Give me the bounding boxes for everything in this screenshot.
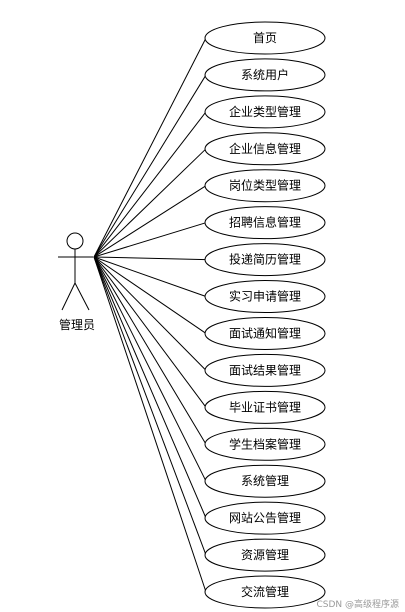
use-case-label: 网站公告管理 [229,510,301,525]
use-case-list: 首页系统用户企业类型管理企业信息管理岗位类型管理招聘信息管理投递简历管理实习申请… [204,21,326,609]
association-line [93,256,207,371]
use-case-label: 企业信息管理 [229,141,301,156]
use-case-ellipse [204,132,326,166]
use-case: 招聘信息管理 [204,206,326,240]
association-line [93,185,207,258]
use-case-ellipse [204,243,326,277]
actor-figure: 管理员 [58,232,95,332]
use-case-label: 岗位类型管理 [229,178,301,193]
association-line [93,256,207,408]
use-case-ellipse [204,316,326,350]
use-case: 企业信息管理 [204,132,326,166]
association-line [93,256,207,261]
use-case-label: 面试结果管理 [229,362,301,377]
use-case-label: 企业类型管理 [229,104,301,119]
use-case: 投递简历管理 [204,243,326,277]
watermark: CSDN @高级程序源 [316,600,399,610]
association-line [93,256,207,445]
association-line [93,74,207,258]
use-case: 面试通知管理 [204,316,326,350]
use-case: 首页 [204,21,326,55]
actor-label: 管理员 [59,317,95,332]
association-line [93,111,207,258]
use-case: 系统管理 [204,464,326,498]
use-case-ellipse [204,95,326,129]
use-case-ellipse [204,501,326,535]
actor-head [66,232,84,250]
association-line [93,256,207,593]
association-line [93,256,207,519]
use-case-ellipse [204,58,326,92]
use-case-label: 首页 [253,31,277,45]
use-case: 企业类型管理 [204,95,326,129]
use-case-ellipse [204,575,326,609]
association-line [93,256,207,556]
use-case-label: 交流管理 [241,584,289,599]
actor-left-leg [61,282,76,311]
association-lines [93,37,207,593]
association-line [93,37,207,258]
association-line [93,256,207,334]
association-line [93,148,207,258]
association-line [93,256,207,298]
use-case-ellipse [204,353,326,387]
use-case: 网站公告管理 [204,501,326,535]
use-case: 交流管理 [204,575,326,609]
use-case-label: 资源管理 [241,547,289,562]
use-case-label: 毕业证书管理 [229,399,301,414]
use-case-ellipse [204,390,326,424]
use-case-ellipse [204,21,326,55]
use-case-label: 系统管理 [241,473,289,488]
use-case-ellipse [204,280,326,314]
use-case: 实习申请管理 [204,280,326,314]
use-case: 毕业证书管理 [204,390,326,424]
use-case: 学生档案管理 [204,427,326,461]
use-case-ellipse [204,538,326,572]
use-case-label: 实习申请管理 [229,289,301,304]
use-case-ellipse [204,169,326,203]
use-case: 岗位类型管理 [204,169,326,203]
use-case: 资源管理 [204,538,326,572]
association-line [93,256,207,482]
use-case-label: 面试通知管理 [229,325,301,340]
use-case-label: 系统用户 [241,67,289,82]
use-case: 面试结果管理 [204,353,326,387]
association-line [93,222,207,258]
use-case: 系统用户 [204,58,326,92]
use-case-ellipse [204,427,326,461]
use-case-ellipse [204,206,326,240]
use-case-label: 学生档案管理 [229,436,301,451]
use-case-label: 投递简历管理 [229,252,301,267]
actor-right-leg [74,282,90,311]
use-case-ellipse [204,464,326,498]
use-case-label: 招聘信息管理 [229,215,301,230]
